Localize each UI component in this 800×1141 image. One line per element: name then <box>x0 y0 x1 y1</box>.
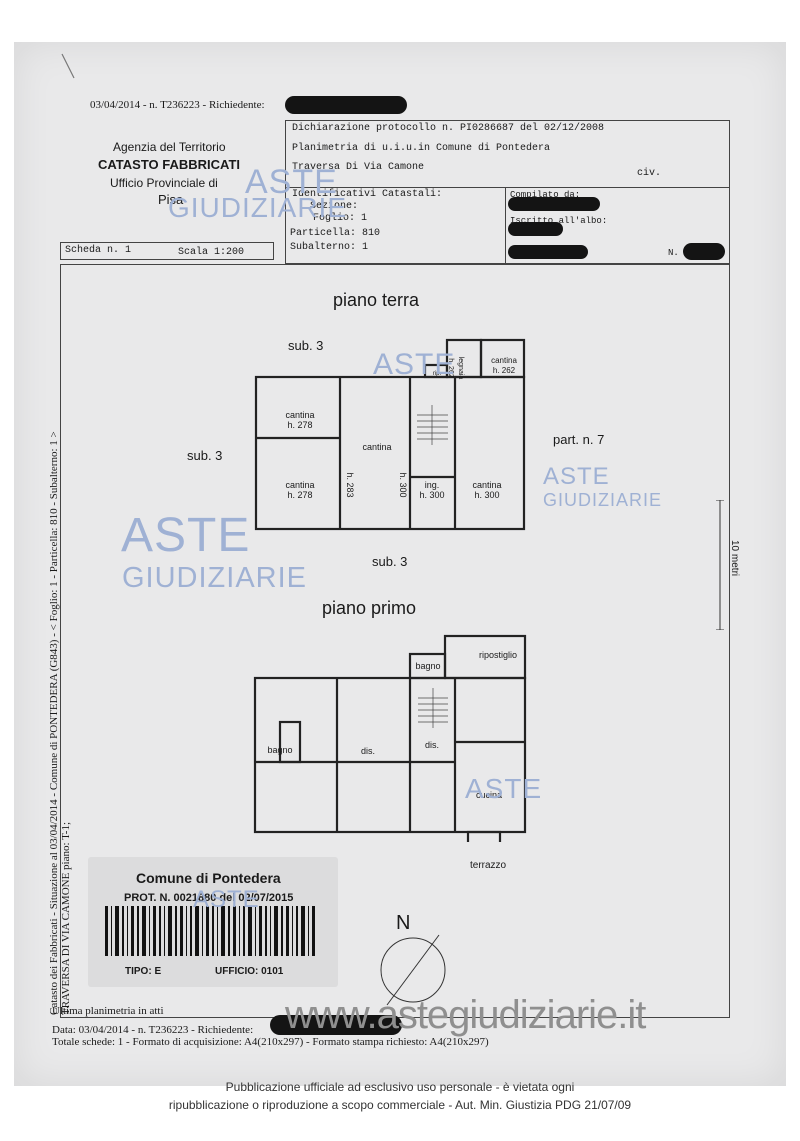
ultima-planimetria: Ultima planimetria in atti <box>52 1005 164 1017</box>
identificativi-label: Identificativi Catastali: <box>292 189 443 200</box>
room-label: dis. <box>360 746 375 756</box>
side-text-2: TRAVERSA DI VIA CAMONE piano: T-1; <box>60 821 72 1015</box>
n-label: N. <box>668 248 679 258</box>
watermark-aste: ASTE <box>121 509 251 562</box>
side-text-1: Catasto dei Fabbricati - Situazione al 0… <box>48 431 60 1015</box>
sub3-top-label: sub. 3 <box>288 338 324 353</box>
room-height: h. 283 <box>345 472 355 498</box>
terrazzo-label: terrazzo <box>470 860 507 871</box>
north-label: N <box>396 912 411 934</box>
planimetria-line: Planimetria di u.i.u.in Comune di Ponted… <box>292 143 551 154</box>
piano-terra-title: piano terra <box>333 290 420 310</box>
watermark-giudiziarie: GIUDIZIARIE <box>168 192 348 223</box>
room-label: ing.h. 300 <box>419 480 445 500</box>
agency-name: Agenzia del Territorio <box>113 140 226 154</box>
data-line: Data: 03/04/2014 - n. T236223 - Richiede… <box>52 1024 254 1036</box>
compilato-label: Compilato da: <box>510 190 581 200</box>
redaction <box>270 1015 402 1035</box>
sub3-left-label: sub. 3 <box>187 448 223 463</box>
watermark-giudiziarie: GIUDIZIARIE <box>543 490 663 510</box>
address-line: Traversa Di Via Camone <box>292 162 425 173</box>
catasto-title: CATASTO FABBRICATI <box>98 157 241 172</box>
piano-primo-title: piano primo <box>322 598 417 618</box>
part7-label: part. n. 7 <box>553 432 605 447</box>
watermark-aste: ASTE <box>465 773 543 804</box>
declaration-line: Dichiarazione protocollo n. PI0286687 de… <box>292 123 605 134</box>
room-height: h. 300 <box>398 472 408 498</box>
piano-primo-floorplan <box>253 634 527 842</box>
watermark-aste: ASTE <box>193 886 260 913</box>
watermark-aste: ASTE <box>373 348 456 381</box>
redaction <box>508 245 588 259</box>
stamp-comune: Comune di Pontedera <box>136 870 281 886</box>
watermark-site: www.astegiudiziarie.it <box>285 993 646 1037</box>
barcode <box>105 906 315 956</box>
totale-line: Totale schede: 1 - Formato di acquisizio… <box>52 1036 489 1048</box>
room-label: dis. <box>424 740 439 750</box>
subalterno-label: Subalterno: 1 <box>290 242 369 253</box>
pisa-label: Pisa <box>158 192 184 207</box>
redaction <box>683 243 725 260</box>
watermark-giudiziarie: GIUDIZIARIE <box>122 562 308 594</box>
redaction <box>285 96 407 114</box>
scale-label: 10 metri <box>729 540 740 577</box>
foglio-label: Foglio: 1 <box>313 213 368 224</box>
stamp-prot: PROT. N. 0021880 del 02/07/2015 <box>124 892 294 904</box>
scale-bar <box>716 500 724 630</box>
watermark-aste: ASTE <box>245 163 338 201</box>
scheda-label: Scheda n. 1 <box>65 245 132 256</box>
particella-label: Particella: 810 <box>290 228 381 239</box>
room-label: bagno <box>267 745 293 755</box>
redaction <box>508 197 600 211</box>
footer-line-1: Pubblicazione ufficiale ad esclusivo uso… <box>225 1080 575 1094</box>
scala-label: Scala 1:200 <box>178 247 245 258</box>
scheda-row <box>60 242 274 260</box>
iscritto-label: Iscritto all'albo: <box>510 216 608 226</box>
stamp-tipo: TIPO: E <box>125 966 162 977</box>
footer-line-2: ripubblicazione o riproduzione a scopo c… <box>168 1098 632 1112</box>
room-label: cantina <box>362 442 392 452</box>
room-label: rip. <box>432 371 442 377</box>
room-label: bagno <box>415 661 441 671</box>
staple-mark <box>61 53 75 79</box>
ufficio-provinciale: Ufficio Provinciale di <box>110 176 218 190</box>
room-label: ripostiglio <box>478 650 518 660</box>
watermark-aste: ASTE <box>543 463 610 490</box>
north-arrow-icon <box>380 934 446 1006</box>
piano-terra-floorplan <box>254 338 526 531</box>
top-request-line: 03/04/2014 - n. T236223 - Richiedente: <box>90 99 265 111</box>
room-label: cucina <box>475 790 502 800</box>
sub3-bottom-label: sub. 3 <box>372 554 408 569</box>
stamp-ufficio: UFFICIO: 0101 <box>215 966 284 977</box>
sezione-label: Sezione: <box>310 201 359 212</box>
redaction <box>508 222 563 236</box>
civ-label: civ. <box>637 168 662 179</box>
header-frame <box>285 120 730 264</box>
